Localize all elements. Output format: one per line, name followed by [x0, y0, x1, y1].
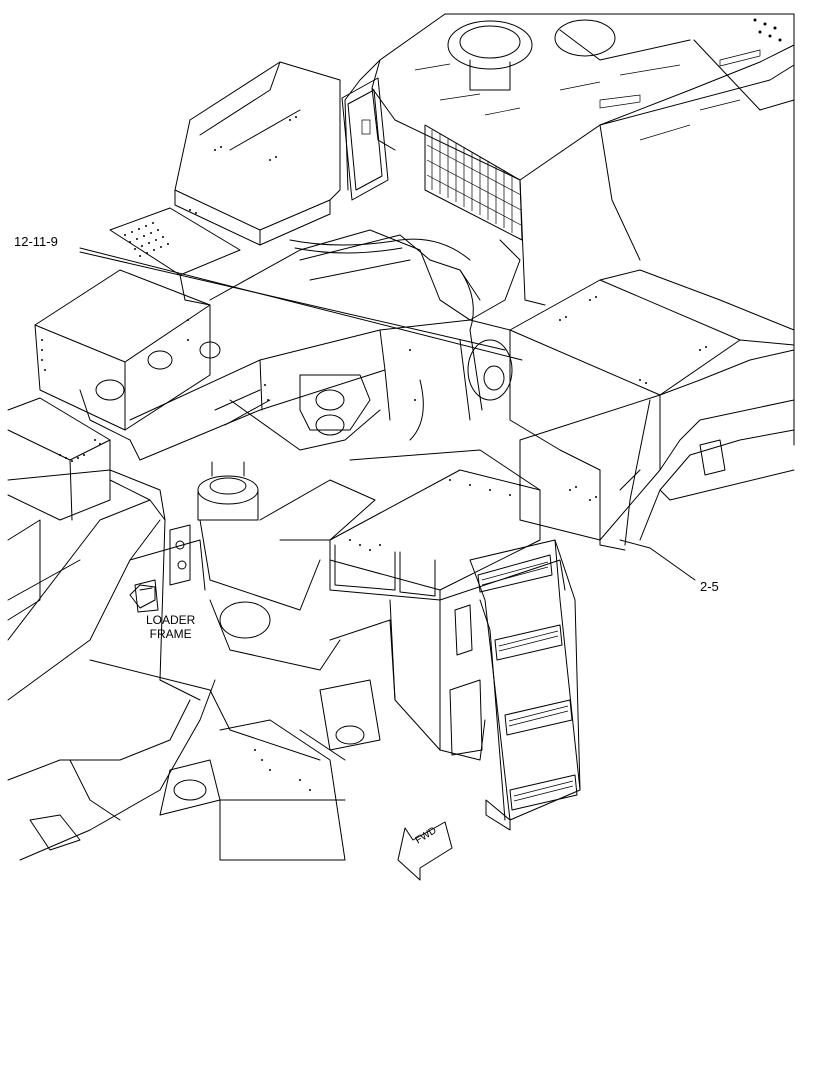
loader-frame [7, 469, 321, 861]
loader-frame-label: LOADER FRAME [146, 613, 195, 641]
right-fender [509, 269, 795, 551]
callout-2-5: 2-5 [700, 579, 719, 594]
fwd-arrow-icon [397, 821, 453, 881]
hoses [214, 238, 474, 441]
upper-platform [174, 61, 341, 246]
articulation-hitch [197, 461, 376, 671]
engine-hood [344, 13, 795, 306]
radiator-grille [424, 124, 523, 241]
drawing-border [444, 13, 795, 446]
rear-hub [429, 239, 521, 421]
left-rear-deck [7, 207, 241, 521]
bolt-patterns [41, 18, 782, 791]
callout-12-11-9: 12-11-9 [14, 234, 58, 249]
leader-lines [79, 247, 696, 581]
loader-frame-label-line2: FRAME [149, 627, 192, 641]
loader-frame-tag-icon [129, 584, 156, 609]
loader-frame-label-line1: LOADER [146, 613, 196, 627]
step-box [329, 449, 566, 761]
access-door [341, 77, 389, 201]
front-body [219, 619, 396, 861]
access-ladder [469, 539, 581, 831]
